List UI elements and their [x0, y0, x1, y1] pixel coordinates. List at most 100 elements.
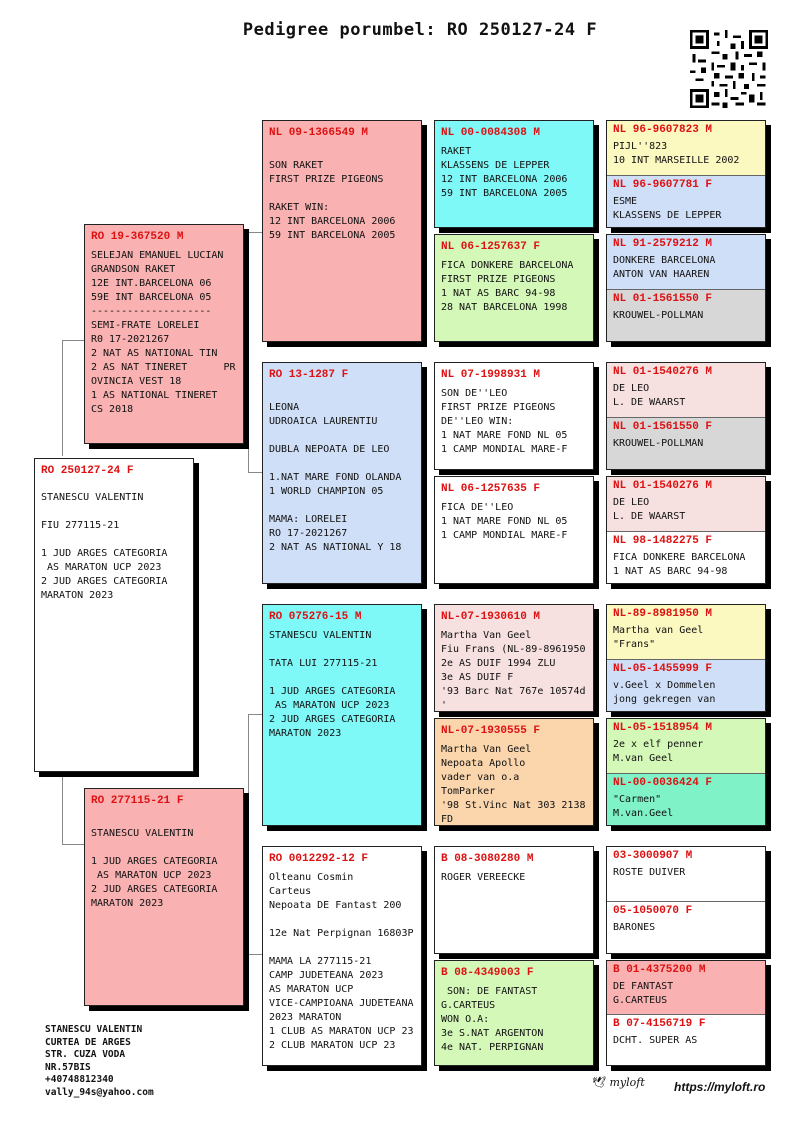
pigeon-card-gen4[interactable]: 03-3000907 M ROSTE DUIVER [607, 847, 765, 901]
website-link[interactable]: https://myloft.ro [674, 1080, 766, 1094]
pigeon-pair-card: NL 01-1540276 M DE LEO L. DE WAARST NL 9… [606, 476, 766, 584]
connector-line [248, 232, 249, 472]
pigeon-card-gen4[interactable]: NL 01-1561550 F KROUWEL-POLLMAN [607, 417, 765, 469]
pigeon-card-gen4[interactable]: NL 98-1482275 F FICA DONKERE BARCELONA 1… [607, 531, 765, 583]
pigeon-info: DE LEO L. DE WAARST [613, 497, 686, 522]
ring-number: RO 19-367520 M [91, 231, 184, 243]
pigeon-card-dam-dam[interactable]: RO 0012292-12 F Olteanu Cosmin Carteus N… [262, 846, 422, 1066]
pigeon-card-sire[interactable]: RO 19-367520 M SELEJAN EMANUEL LUCIAN GR… [84, 224, 244, 444]
pigeon-info: Olteanu Cosmin Carteus Nepoata DE Fantas… [269, 872, 414, 1051]
bird-icon: 🕊 [592, 1076, 606, 1089]
pigeon-card-gen3[interactable]: NL-07-1930555 F Martha Van Geel Nepoata … [434, 718, 594, 826]
pigeon-pair-card: B 01-4375200 M DE FANTAST G.CARTEUS B 07… [606, 960, 766, 1066]
ring-number: NL 07-1998931 M [441, 369, 541, 381]
pigeon-card-gen4[interactable]: B 01-4375200 M DE FANTAST G.CARTEUS [607, 961, 765, 1014]
pigeon-info: FICA DONKERE BARCELONA FIRST PRIZE PIGEO… [441, 260, 574, 313]
pigeon-pair-card: 03-3000907 M ROSTE DUIVER 05-1050070 F B… [606, 846, 766, 954]
pigeon-card-gen4[interactable]: NL 96-9607781 F ESME KLASSENS DE LEPPER [607, 175, 765, 227]
pigeon-info: PIJL''823 10 INT MARSEILLE 2002 [613, 141, 740, 166]
pigeon-info: DCHT. SUPER AS [613, 1035, 698, 1046]
pigeon-card-gen4[interactable]: NL 91-2579212 M DONKERE BARCELONA ANTON … [607, 235, 765, 289]
ring-number: NL-05-1455999 F [613, 663, 713, 675]
pigeon-card-gen3[interactable]: B 08-3080280 M ROGER VEREECKE [434, 846, 594, 954]
ring-number: B 01-4375200 M [613, 964, 706, 976]
pigeon-card-gen4[interactable]: 05-1050070 F BARONES [607, 901, 765, 953]
pigeon-pair-card: NL-05-1518954 M 2e x elf penner M.van Ge… [606, 718, 766, 826]
pigeon-info: 2e x elf penner M.van Geel [613, 739, 704, 764]
pigeon-card-gen3[interactable]: NL 06-1257635 F FICA DE''LEO 1 NAT MARE … [434, 476, 594, 584]
logo: 🕊 myloft [592, 1076, 645, 1089]
ring-number: RO 277115-21 F [91, 795, 184, 807]
pigeon-card-dam-sire[interactable]: RO 075276-15 M STANESCU VALENTIN TATA LU… [262, 604, 422, 826]
ring-number: NL 01-1561550 F [613, 293, 713, 305]
pigeon-card-gen3[interactable]: NL 07-1998931 M SON DE''LEO FIRST PRIZE … [434, 362, 594, 470]
pigeon-card-gen4[interactable]: NL 01-1540276 M DE LEO L. DE WAARST [607, 477, 765, 531]
ring-number: NL 98-1482275 F [613, 535, 713, 547]
pigeon-info: FICA DONKERE BARCELONA 1 NAT AS BARC 94-… [613, 552, 746, 577]
pigeon-info: SELEJAN EMANUEL LUCIAN GRANDSON RAKET 12… [91, 250, 236, 415]
pigeon-info: ROGER VEREECKE [441, 872, 526, 883]
ring-number: 05-1050070 F [613, 905, 693, 917]
ring-number: NL-89-8981950 M [613, 608, 713, 620]
pigeon-info: KROUWEL-POLLMAN [613, 438, 704, 449]
page-title: Pedigree porumbel: RO 250127-24 F [242, 20, 598, 40]
ring-number: NL 06-1257635 F [441, 483, 541, 495]
pigeon-info: SON DE''LEO FIRST PRIZE PIGEONS DE''LEO … [441, 388, 568, 455]
ring-number: NL 00-0084308 M [441, 127, 541, 139]
ring-number: RO 13-1287 F [269, 369, 349, 381]
pigeon-info: ROSTE DUIVER [613, 867, 686, 878]
pigeon-info: STANESCU VALENTIN FIU 277115-21 1 JUD AR… [41, 492, 168, 601]
pigeon-card-gen3[interactable]: NL-07-1930610 M Martha Van Geel Fiu Fran… [434, 604, 594, 712]
pigeon-card-gen4[interactable]: NL 01-1561550 F KROUWEL-POLLMAN [607, 289, 765, 341]
pigeon-card-gen4[interactable]: NL 96-9607823 M PIJL''823 10 INT MARSEIL… [607, 121, 765, 175]
ring-number: NL 01-1561550 F [613, 421, 713, 433]
connector-line [62, 340, 63, 456]
pigeon-pair-card: NL 91-2579212 M DONKERE BARCELONA ANTON … [606, 234, 766, 342]
connector-line [62, 844, 84, 845]
pigeon-info: KROUWEL-POLLMAN [613, 310, 704, 321]
pigeon-info: STANESCU VALENTIN 1 JUD ARGES CATEGORIA … [91, 828, 218, 909]
pigeon-card-gen4[interactable]: NL-89-8981950 M Martha van Geel "Frans" [607, 605, 765, 659]
pigeon-card-sire-sire[interactable]: NL 09-1366549 M SON RAKET FIRST PRIZE PI… [262, 120, 422, 342]
ring-number: 03-3000907 M [613, 850, 693, 862]
ring-number: NL 01-1540276 M [613, 366, 713, 378]
pigeon-card-subject[interactable]: RO 250127-24 F STANESCU VALENTIN FIU 277… [34, 458, 194, 772]
pigeon-card-sire-dam[interactable]: RO 13-1287 F LEONA UDROAICA LAURENTIU DU… [262, 362, 422, 584]
connector-line [248, 954, 262, 955]
pigeon-card-dam[interactable]: RO 277115-21 F STANESCU VALENTIN 1 JUD A… [84, 788, 244, 1006]
pigeon-card-gen4[interactable]: B 07-4156719 F DCHT. SUPER AS [607, 1014, 765, 1065]
ring-number: NL 01-1540276 M [613, 480, 713, 492]
ring-number: NL 06-1257637 F [441, 241, 541, 253]
pigeon-pair-card: NL 96-9607823 M PIJL''823 10 INT MARSEIL… [606, 120, 766, 228]
ring-number: NL-00-0036424 F [613, 777, 713, 789]
ring-number: B 08-4349003 F [441, 967, 534, 979]
pigeon-info: ESME KLASSENS DE LEPPER [613, 196, 722, 221]
qr-code-icon [690, 30, 768, 108]
logo-text: myloft [609, 1076, 645, 1089]
pigeon-info: STANESCU VALENTIN TATA LUI 277115-21 1 J… [269, 630, 396, 739]
pigeon-info: SON RAKET FIRST PRIZE PIGEONS RAKET WIN:… [269, 160, 396, 241]
owner-contact: STANESCU VALENTIN CURTEA DE ARGES STR. C… [45, 1024, 154, 1098]
pigeon-card-gen4[interactable]: NL 01-1540276 M DE LEO L. DE WAARST [607, 363, 765, 417]
connector-line [248, 714, 249, 954]
pigeon-card-gen3[interactable]: NL 06-1257637 F FICA DONKERE BARCELONA F… [434, 234, 594, 342]
pigeon-info: RAKET KLASSENS DE LEPPER 12 INT BARCELON… [441, 146, 568, 199]
pigeon-info: LEONA UDROAICA LAURENTIU DUBLA NEPOATA D… [269, 402, 402, 553]
pigeon-info: DE FANTAST G.CARTEUS [613, 981, 674, 1006]
ring-number: RO 250127-24 F [41, 465, 134, 477]
ring-number: RO 075276-15 M [269, 611, 362, 623]
pigeon-card-gen3[interactable]: B 08-4349003 F SON: DE FANTAST G.CARTEUS… [434, 960, 594, 1066]
pigeon-card-gen4[interactable]: NL-00-0036424 F "Carmen" M.van.Geel [607, 773, 765, 825]
pigeon-info: v.Geel x Dommelen jong gekregen van [613, 680, 716, 705]
pigeon-card-gen3[interactable]: NL 00-0084308 M RAKET KLASSENS DE LEPPER… [434, 120, 594, 228]
pigeon-info: BARONES [613, 922, 656, 933]
pigeon-info: Martha van Geel "Frans" [613, 625, 704, 650]
pigeon-info: "Carmen" M.van.Geel [613, 794, 674, 819]
pigeon-info: Martha Van Geel Fiu Frans (NL-89-8961950… [441, 630, 586, 711]
ring-number: NL 09-1366549 M [269, 127, 369, 139]
connector-line [424, 658, 425, 776]
pigeon-card-gen4[interactable]: NL-05-1455999 F v.Geel x Dommelen jong g… [607, 659, 765, 711]
pigeon-card-gen4[interactable]: NL-05-1518954 M 2e x elf penner M.van Ge… [607, 719, 765, 773]
ring-number: NL-07-1930610 M [441, 611, 541, 623]
ring-number: RO 0012292-12 F [269, 853, 369, 865]
